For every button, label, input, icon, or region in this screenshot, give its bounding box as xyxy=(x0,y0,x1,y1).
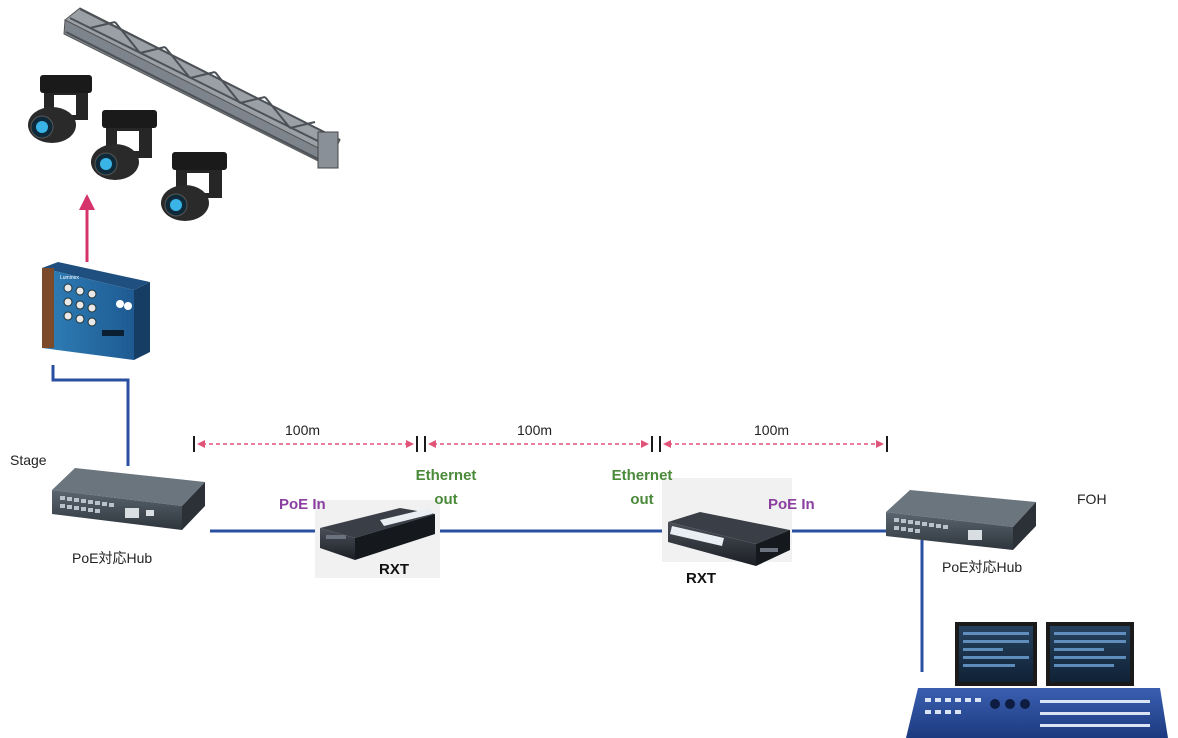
lighting-console xyxy=(906,622,1168,738)
network-cables xyxy=(51,365,924,672)
right-ethernet-out-line-2: out xyxy=(630,491,654,508)
right-rxt-label: RXT xyxy=(686,570,716,587)
distance-markers xyxy=(193,436,888,452)
moving-head-fixture-3 xyxy=(161,152,227,221)
stage-label: Stage xyxy=(10,452,47,468)
right-ethernet-out-line-1: Ethernet xyxy=(611,467,673,484)
distance-label-2: 100m xyxy=(517,422,553,438)
foh-hub-label: PoE対応Hub xyxy=(942,559,1023,575)
stage-poe-hub xyxy=(52,468,205,530)
stage-hub-label: PoE対応Hub xyxy=(72,550,153,566)
moving-head-fixture-2 xyxy=(91,110,157,180)
left-rxt-label: RXT xyxy=(379,561,409,578)
right-ethernet-out-label: Ethernet out xyxy=(600,464,684,512)
left-ethernet-out-line-2: out xyxy=(434,491,458,508)
truss xyxy=(63,7,341,169)
right-poe-in-label: PoE In xyxy=(768,496,815,513)
rxt-device-right xyxy=(662,478,792,566)
foh-label: FOH xyxy=(1077,491,1107,507)
distance-label-3: 100m xyxy=(754,422,790,438)
left-ethernet-out-label: Ethernet out xyxy=(404,464,488,512)
node-brand-text: Luminex xyxy=(60,275,79,281)
ethernet-dmx-node: Luminex xyxy=(42,262,150,360)
rxt-device-left xyxy=(315,500,440,578)
foh-poe-hub xyxy=(886,490,1036,550)
dmx-signal-arrow xyxy=(79,194,95,262)
cable-node-to-stage-hub xyxy=(51,365,130,466)
left-ethernet-out-line-1: Ethernet xyxy=(415,467,477,484)
moving-head-fixture-1 xyxy=(28,75,92,143)
left-poe-in-label: PoE In xyxy=(279,496,326,513)
distance-label-1: 100m xyxy=(285,422,321,438)
